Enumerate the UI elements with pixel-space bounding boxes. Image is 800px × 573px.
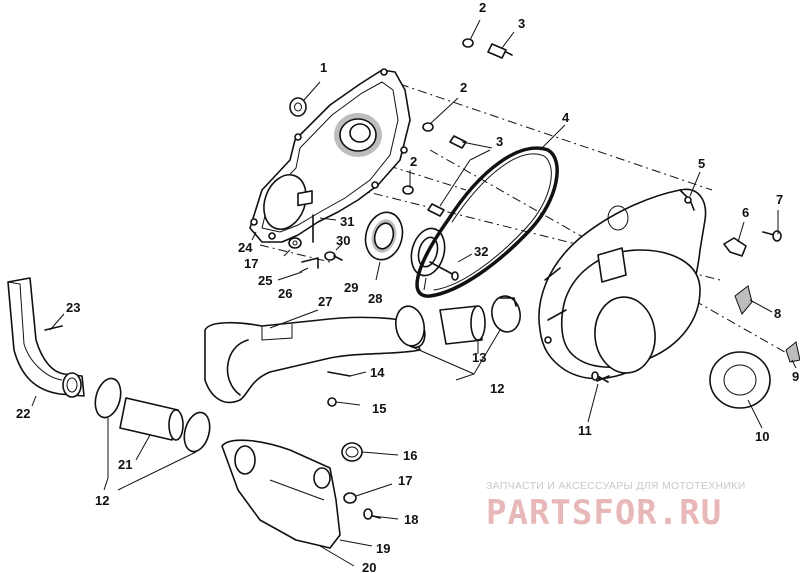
stud-and-bracket-parts-25-26-31 xyxy=(297,190,319,269)
watermark-logo: PARTSFOR.RU xyxy=(486,493,723,533)
callout-9: 9 xyxy=(792,369,799,384)
watermark-subtitle: ЗАПЧАСТИ И АКСЕССУАРЫ ДЛЯ МОТОТЕХНИКИ xyxy=(486,480,746,492)
sleeve-part-21 xyxy=(119,397,184,441)
callout-7: 7 xyxy=(776,192,783,207)
lower-duct-part-20 xyxy=(221,439,341,549)
callout-18: 18 xyxy=(404,512,418,527)
bolt-part-30 xyxy=(324,251,343,261)
callout-23: 23 xyxy=(66,300,80,315)
washer-part-17-upper xyxy=(288,237,302,249)
callout-31: 31 xyxy=(340,214,354,229)
sleeve-part-13 xyxy=(439,305,486,345)
callout-15: 15 xyxy=(372,401,386,416)
callout-3-mid: 3 xyxy=(496,134,503,149)
screw-part-11 xyxy=(591,371,610,383)
callout-3-top: 3 xyxy=(518,16,525,31)
callout-11: 11 xyxy=(578,423,592,438)
callout-12-right: 12 xyxy=(490,381,504,396)
callout-28: 28 xyxy=(368,291,382,306)
seal-part-29 xyxy=(364,211,404,261)
screw-part-7 xyxy=(762,230,782,242)
callout-13: 13 xyxy=(472,350,486,365)
bolt-3-top xyxy=(487,43,507,59)
washer-2-top xyxy=(462,38,474,48)
callout-12-left: 12 xyxy=(95,493,109,508)
label-part-9 xyxy=(785,341,800,363)
callout-16: 16 xyxy=(403,448,417,463)
bolt-part-32 xyxy=(429,261,459,281)
callout-2-top: 2 xyxy=(479,0,486,15)
washer-part-1 xyxy=(289,97,307,117)
fasteners-parts-2-3 xyxy=(402,38,513,217)
fastener-parts-14-15 xyxy=(327,371,351,407)
callout-17-lower: 17 xyxy=(398,473,412,488)
callout-5: 5 xyxy=(698,156,705,171)
callout-2-mid: 2 xyxy=(460,80,467,95)
clamps-part-12 xyxy=(94,295,521,453)
leader-lines xyxy=(31,19,797,567)
clamp-part-16 xyxy=(341,442,363,462)
callout-8: 8 xyxy=(774,306,781,321)
callout-30: 30 xyxy=(336,233,350,248)
washer-2-low xyxy=(402,185,414,195)
callout-14: 14 xyxy=(370,365,385,380)
drive-belt-part-4 xyxy=(415,146,559,298)
callout-6: 6 xyxy=(742,205,749,220)
callout-26: 26 xyxy=(278,286,292,301)
label-part-8 xyxy=(734,285,753,315)
washer-2-mid xyxy=(422,122,434,132)
callout-29: 29 xyxy=(344,280,358,295)
callout-labels: 1 2 3 2 3 2 4 5 6 7 8 9 10 11 12 12 13 1… xyxy=(16,0,799,573)
callout-32: 32 xyxy=(474,244,488,259)
inner-cover-plate-part-24 xyxy=(249,68,411,243)
bolt-low xyxy=(427,203,445,217)
fastener-parts-17-18-lower xyxy=(343,492,381,520)
gasket-part-10 xyxy=(709,351,771,409)
callout-4: 4 xyxy=(562,110,570,125)
callout-2-low: 2 xyxy=(410,154,417,169)
intake-duct-part-22 xyxy=(7,277,85,398)
callout-27: 27 xyxy=(318,294,332,309)
callout-10: 10 xyxy=(755,429,769,444)
callout-25: 25 xyxy=(258,273,272,288)
callout-17-upper: 17 xyxy=(244,256,258,271)
bolt-3-mid xyxy=(449,135,467,149)
callout-1: 1 xyxy=(320,60,327,75)
callout-21: 21 xyxy=(118,457,132,472)
callout-22: 22 xyxy=(16,406,30,421)
callout-19: 19 xyxy=(376,541,390,556)
clip-part-6 xyxy=(723,237,747,257)
outer-clutch-cover-part-5 xyxy=(538,188,707,380)
callout-20: 20 xyxy=(362,560,376,573)
callout-24: 24 xyxy=(238,240,253,255)
